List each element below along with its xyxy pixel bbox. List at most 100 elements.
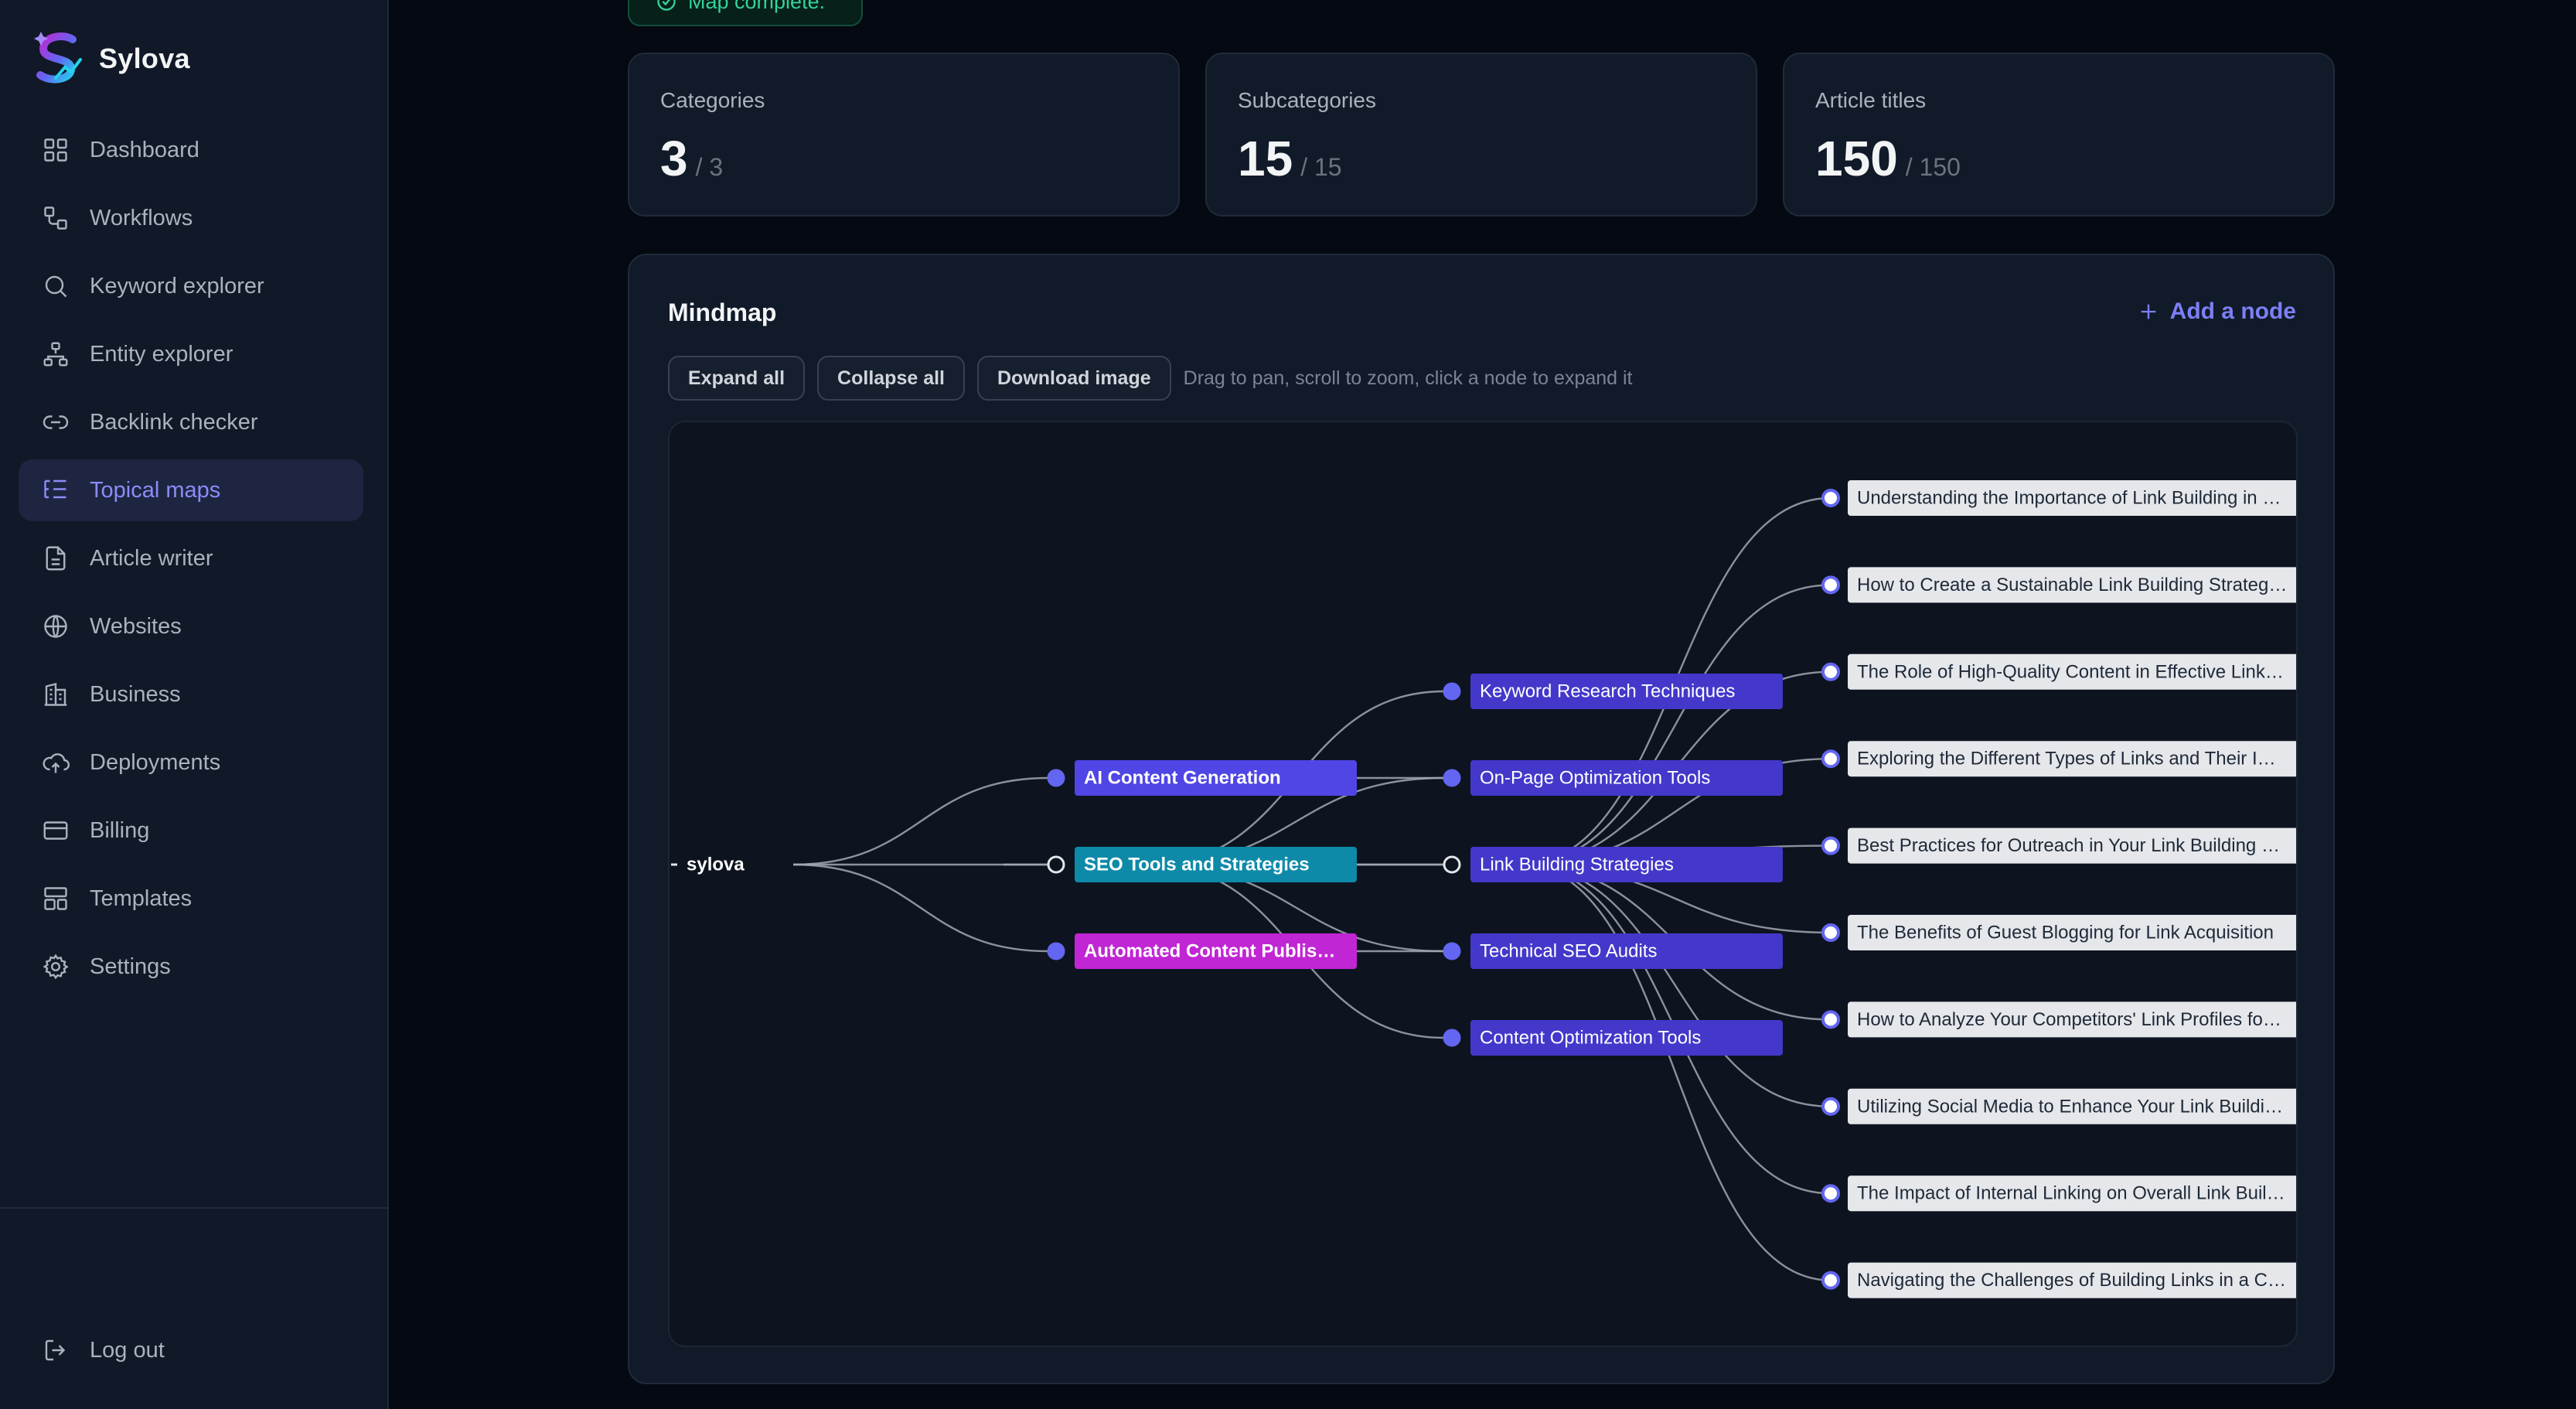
hierarchy-icon — [43, 342, 68, 367]
node-dot[interactable] — [1821, 1271, 1840, 1290]
sidebar-item-article-writer[interactable]: Article writer — [19, 527, 363, 589]
article-node[interactable] — [1848, 741, 2298, 777]
sidebar-item-business[interactable]: Business — [19, 664, 363, 725]
sidebar-item-label: Keyword explorer — [90, 273, 264, 299]
search-icon — [45, 275, 67, 298]
article-node[interactable] — [1848, 653, 2298, 690]
subcategory-node-label[interactable]: Technical SEO Audits — [1480, 941, 1657, 962]
stat-value: 15 — [1238, 131, 1293, 186]
category-node-label[interactable]: AI Content Generation — [1084, 768, 1281, 789]
stat-total: / 150 — [1905, 153, 1961, 181]
category-node-label[interactable]: SEO Tools and Strategies — [1084, 855, 1310, 875]
sidebar-item-workflows[interactable]: Workflows — [19, 187, 363, 249]
sidebar-item-keyword-explorer[interactable]: Keyword explorer — [19, 255, 363, 317]
workflow-icon — [44, 206, 67, 230]
node-dot[interactable] — [1821, 1010, 1840, 1029]
stat-value: 150 — [1815, 131, 1898, 186]
node-dot[interactable] — [1821, 749, 1840, 769]
article-node-label[interactable]: Utilizing Social Media to Enhance Your L… — [1857, 1096, 2283, 1117]
article-node-label[interactable]: Navigating the Challenges of Building Li… — [1857, 1270, 2286, 1291]
article-node-label[interactable]: Best Practices for Outreach in Your Link… — [1857, 835, 2280, 856]
sidebar-item-billing[interactable]: Billing — [19, 800, 363, 861]
article-node[interactable] — [1848, 915, 2298, 950]
subcategory-node[interactable] — [1470, 674, 1783, 709]
document-icon — [46, 546, 66, 571]
article-node[interactable] — [1848, 1088, 2298, 1124]
link-icon — [43, 415, 69, 429]
sidebar-item-websites[interactable]: Websites — [19, 595, 363, 657]
sidebar-item-topical-maps[interactable]: Topical maps — [19, 459, 363, 521]
root-node-label[interactable]: sylova — [687, 855, 745, 875]
article-node-label[interactable]: How to Analyze Your Competitors' Link Pr… — [1857, 1009, 2281, 1030]
sidebar-item-label: Article writer — [90, 545, 213, 571]
sidebar-item-templates[interactable]: Templates — [19, 868, 363, 930]
article-node-label[interactable]: How to Create a Sustainable Link Buildin… — [1857, 575, 2287, 595]
node-dot[interactable] — [1821, 836, 1840, 855]
article-node[interactable] — [1848, 827, 2298, 864]
node-dot[interactable] — [1443, 942, 1461, 960]
logout-section: Log out — [19, 1319, 363, 1387]
node-dot[interactable] — [1821, 489, 1840, 507]
node-dot[interactable] — [1821, 1184, 1840, 1203]
plus-icon — [2141, 304, 2155, 319]
article-node-label[interactable]: The Impact of Internal Linking on Overal… — [1857, 1183, 2285, 1204]
expand-all-button[interactable]: Expand all — [668, 356, 806, 401]
mindmap-toolbar: Expand all Collapse all Download image D… — [668, 356, 1633, 401]
subcategory-node[interactable] — [1470, 933, 1783, 969]
sidebar-item-deployments[interactable]: Deployments — [19, 732, 363, 793]
subcategory-node-label[interactable]: On-Page Optimization Tools — [1480, 768, 1710, 789]
mindmap-edge — [792, 863, 1049, 953]
sidebar-item-label: Settings — [90, 954, 171, 979]
article-node[interactable] — [1848, 1262, 2298, 1298]
category-node[interactable] — [1075, 847, 1357, 882]
stat-label: Categories — [660, 88, 765, 112]
sidebar-item-settings[interactable]: Settings — [19, 936, 363, 998]
subcategory-node-label[interactable]: Keyword Research Techniques — [1480, 681, 1735, 702]
add-node-button[interactable]: Add a node — [2138, 299, 2296, 325]
download-image-button[interactable]: Download image — [977, 356, 1171, 401]
logout-button[interactable]: Log out — [19, 1319, 363, 1381]
building-icon — [44, 682, 67, 706]
collapse-all-button[interactable]: Collapse all — [817, 356, 965, 401]
sidebar-nav: Dashboard Workflows Keyword explorer Ent… — [19, 119, 363, 1004]
subcategory-node-label[interactable]: Link Building Strategies — [1480, 855, 1674, 875]
sidebar-item-label: Business — [90, 681, 181, 707]
stat-label: Subcategories — [1238, 88, 1377, 112]
article-node-label[interactable]: Exploring the Different Types of Links a… — [1857, 749, 2276, 769]
article-node[interactable] — [1848, 567, 2298, 603]
article-node[interactable] — [1848, 1175, 2298, 1212]
node-dot[interactable] — [1821, 662, 1840, 681]
category-node[interactable] — [1075, 933, 1357, 969]
article-node-label[interactable]: Understanding the Importance of Link Bui… — [1857, 488, 2281, 509]
article-node[interactable] — [1848, 480, 2298, 516]
list-tree-icon — [44, 479, 66, 499]
category-node-label[interactable]: Automated Content Publis… — [1084, 941, 1335, 962]
sylova-logo-icon — [34, 32, 82, 84]
article-node-label[interactable]: The Benefits of Guest Blogging for Link … — [1857, 923, 2274, 943]
stat-total: / 3 — [695, 153, 724, 181]
node-dot[interactable] — [1047, 942, 1065, 960]
subcategory-node[interactable] — [1470, 760, 1783, 796]
node-dot[interactable] — [1443, 1029, 1461, 1047]
node-dot[interactable] — [1443, 682, 1461, 701]
node-dot[interactable] — [1821, 923, 1840, 942]
sidebar-item-backlink-checker[interactable]: Backlink checker — [19, 391, 363, 453]
article-node[interactable] — [1848, 1001, 2298, 1038]
node-dot[interactable] — [1047, 855, 1065, 874]
subcategory-node[interactable] — [1470, 847, 1783, 882]
sidebar-item-dashboard[interactable]: Dashboard — [19, 119, 363, 181]
node-dot[interactable] — [1821, 1097, 1840, 1116]
subcategory-node-label[interactable]: Content Optimization Tools — [1480, 1028, 1701, 1049]
article-node-label[interactable]: The Role of High-Quality Content in Effe… — [1857, 661, 2284, 682]
sidebar-item-label: Deployments — [90, 749, 221, 775]
brand[interactable]: Sylova — [32, 28, 190, 90]
subcategory-node[interactable] — [1470, 1020, 1783, 1056]
sidebar-item-entity-explorer[interactable]: Entity explorer — [19, 323, 363, 385]
category-node[interactable] — [1075, 760, 1357, 796]
node-dot[interactable] — [1443, 769, 1461, 787]
node-dot[interactable] — [1821, 575, 1840, 595]
node-dot[interactable] — [1047, 769, 1065, 787]
node-dot[interactable] — [1443, 855, 1461, 874]
